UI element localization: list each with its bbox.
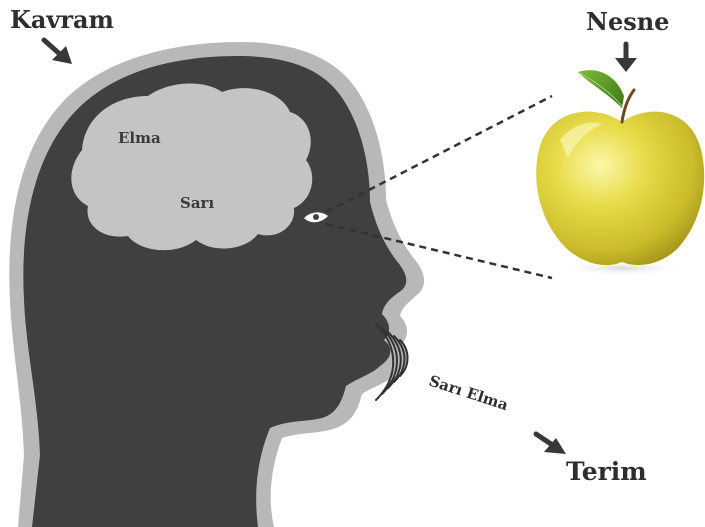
arrow-down-right-icon xyxy=(41,37,72,64)
sound-waves-icon xyxy=(375,323,409,401)
eye-icon xyxy=(304,212,328,223)
arrow-down-icon xyxy=(615,41,637,72)
brain-word-elma: Elma xyxy=(118,129,161,147)
brain-word-sari: Sarı xyxy=(180,194,214,212)
brain-shape xyxy=(71,83,313,251)
sight-line-upper xyxy=(325,94,553,214)
term-arrow-icon xyxy=(533,431,566,454)
sight-line-lower xyxy=(325,222,553,280)
apple-shadow xyxy=(558,260,686,276)
apple-icon xyxy=(536,70,705,266)
label-object: Nesne xyxy=(586,7,669,36)
label-concept: Kavram xyxy=(10,5,114,34)
label-term: Terim xyxy=(566,457,647,486)
spoken-term-text: Sarı Elma xyxy=(427,372,511,415)
